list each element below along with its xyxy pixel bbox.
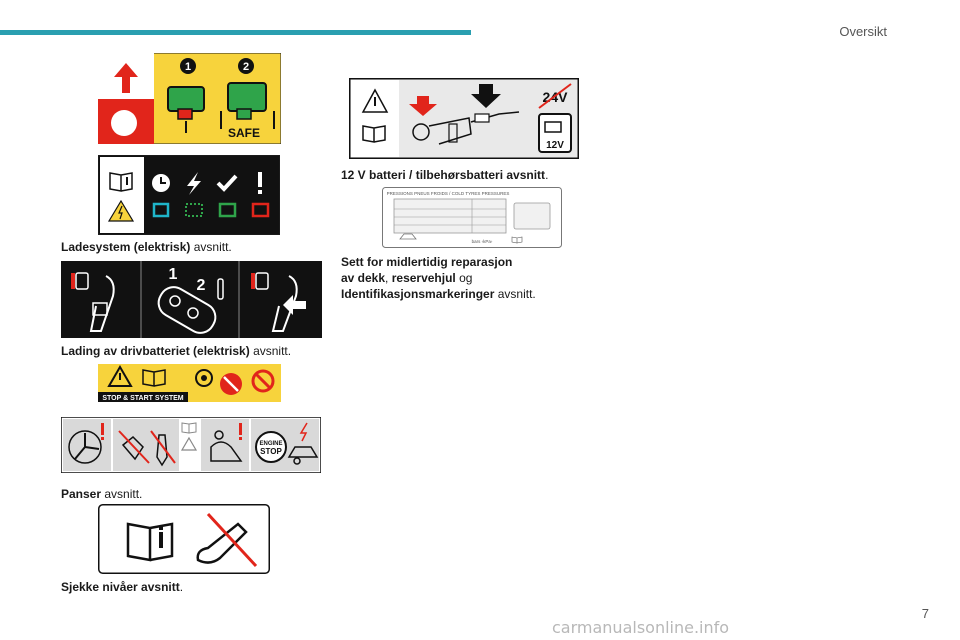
remote-num1: 1 [169,266,178,283]
belt-icon [195,369,213,387]
caption-6: Sett for midlertidig reparasjon av dekk,… [341,255,536,301]
remote-key-icon [157,286,217,334]
watermark: carmanualsonline.info [552,618,730,637]
tyre-units: bars ‹kPa› [472,239,493,244]
cable-lock-label: 1 2 [61,261,322,338]
caption-1: Ladesystem (elektrisk) avsnitt. [61,240,232,254]
engine-bay-icon [412,111,520,145]
section-title: Oversikt [839,24,887,39]
plug-icon-1 [167,86,205,133]
battery-12v-icon [538,113,572,153]
manual-book-icon [511,236,523,244]
num1-label: 1 [185,61,191,73]
lock-icon-1 [75,272,89,290]
caption-5: 12 V batteri / tilbehørsbatteri avsnitt. [341,168,549,182]
warning-triangle-icon [107,365,133,387]
plug-icon-2 [220,82,275,129]
manual-book-icon [142,369,166,387]
arrow-up-icon [114,63,138,93]
safe-text: SAFE [228,126,260,140]
warning-head-icon [111,110,137,136]
stop-start-label: STOP & START SYSTEM [98,364,281,402]
hand-icon [121,435,144,461]
fluid-level-label [98,504,270,574]
car-icon [287,446,319,458]
lock-icon-2 [255,272,269,290]
manual-book-icon [126,522,174,562]
lightning-icon [187,172,201,195]
remote-num2: 2 [197,277,206,294]
warning-triangle-icon [180,436,198,451]
arrow-left-icon [283,295,306,315]
engine-warning-label: ENGINE STOP [61,417,321,473]
electric-warning-icon [107,199,135,222]
manual-book-icon [109,172,133,192]
warning-triangle-icon [361,88,389,113]
lightning-icon [299,422,308,442]
engine-text: ENGINE [259,441,282,447]
no-tools-icon [251,369,275,393]
fan-icon [68,430,102,464]
stop-text: STOP [260,447,282,456]
charging-flap-label: 1 2 SAFE [98,53,281,144]
tyre-pressure-label: PRESSIONS PNEUS FROIDS / COLD TYRES PRES… [382,187,562,248]
engine-stop-button-icon [255,431,287,463]
thermometer-icon [217,278,224,300]
num2-label: 2 [243,61,249,73]
mechanic-icon [210,441,243,462]
arrow-down-red-icon [409,96,437,116]
caption-4: Sjekke nivåer avsnitt. [61,580,184,594]
top-accent-bar [0,30,471,35]
volt12-text: 12V [546,140,564,151]
manual-book-icon [362,125,386,143]
stop-start-text: STOP & START SYSTEM [102,395,183,402]
page-number: 7 [921,606,929,621]
checkmark-icon [216,174,238,192]
exclamation-icon [258,172,262,187]
caption-3: Panser avsnitt. [61,487,143,501]
car-icon [399,233,417,240]
battery-label: 24V 12V [349,78,579,159]
tie-icon [156,434,168,467]
arrow-down-black-icon [471,84,501,108]
manual-book-icon [181,422,197,434]
charging-lights-label [98,155,280,235]
tyre-title: PRESSIONS PNEUS FROIDS / COLD TYRES PRES… [387,191,510,196]
no-oil-can-icon [196,512,258,568]
caption-2: Lading av drivbatteriet (elektrisk) avsn… [61,344,292,358]
